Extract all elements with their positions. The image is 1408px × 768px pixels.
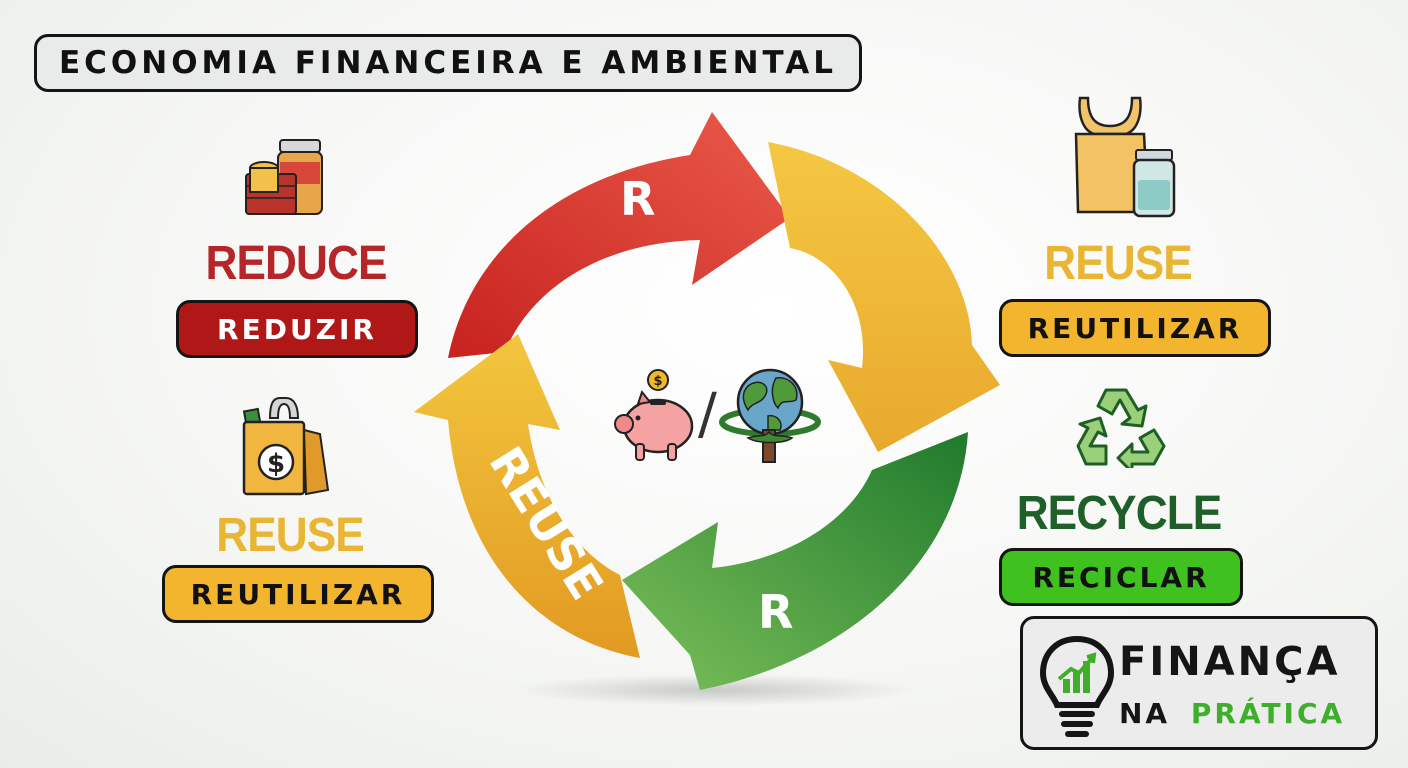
reduce-label: REDUCE <box>205 237 388 290</box>
lightbulb-chart-icon <box>1039 635 1115 737</box>
reutilizar-text-right: REUTILIZAR <box>1027 311 1243 345</box>
cycle-arrow-reuse-right <box>768 142 1000 452</box>
recycle-icon <box>1076 388 1166 468</box>
reduzir-badge: REDUZIR <box>176 300 418 358</box>
svg-text:$: $ <box>267 449 285 479</box>
globe-tree-icon <box>719 368 821 463</box>
jars-basket-icon <box>245 139 323 215</box>
arrow-label-top: R <box>620 172 655 226</box>
reutilizar-badge-left: REUTILIZAR <box>162 565 434 623</box>
reuse-label-right: REUSE <box>1044 237 1192 290</box>
svg-text:$: $ <box>653 374 662 389</box>
reduzir-text: REDUZIR <box>217 312 377 346</box>
page-title: ECONOMIA FINANCEIRA E AMBIENTAL <box>34 34 862 92</box>
reciclar-badge: RECICLAR <box>999 548 1243 606</box>
cycle-arrow-recycle <box>622 432 968 690</box>
brand-logo: FINANÇA NA PRÁTICA <box>1020 616 1378 750</box>
reutilizar-text-left: REUTILIZAR <box>190 577 406 611</box>
center-separator: / <box>698 382 717 447</box>
piggy-bank-icon: $ <box>614 369 694 461</box>
brand-line1: FINANÇA <box>1119 639 1341 685</box>
reciclar-text: RECICLAR <box>1032 560 1210 594</box>
cycle-arrow-reduce <box>448 112 790 358</box>
reuse-label-left: REUSE <box>216 509 364 562</box>
page-title-text: ECONOMIA FINANCEIRA E AMBIENTAL <box>58 45 838 81</box>
tote-bag-jar-icon <box>1074 96 1176 218</box>
recycle-label: RECYCLE <box>1016 487 1222 540</box>
arrow-label-bottom: R <box>758 585 793 639</box>
reutilizar-badge-right: REUTILIZAR <box>999 299 1271 357</box>
brand-line2: NA PRÁTICA <box>1119 697 1345 730</box>
brand-line2-a: NA <box>1119 697 1171 730</box>
cycle-arrow-reuse-left <box>414 334 640 658</box>
brand-line2-b: PRÁTICA <box>1190 697 1346 730</box>
shopping-bag-icon: $ <box>242 397 330 496</box>
